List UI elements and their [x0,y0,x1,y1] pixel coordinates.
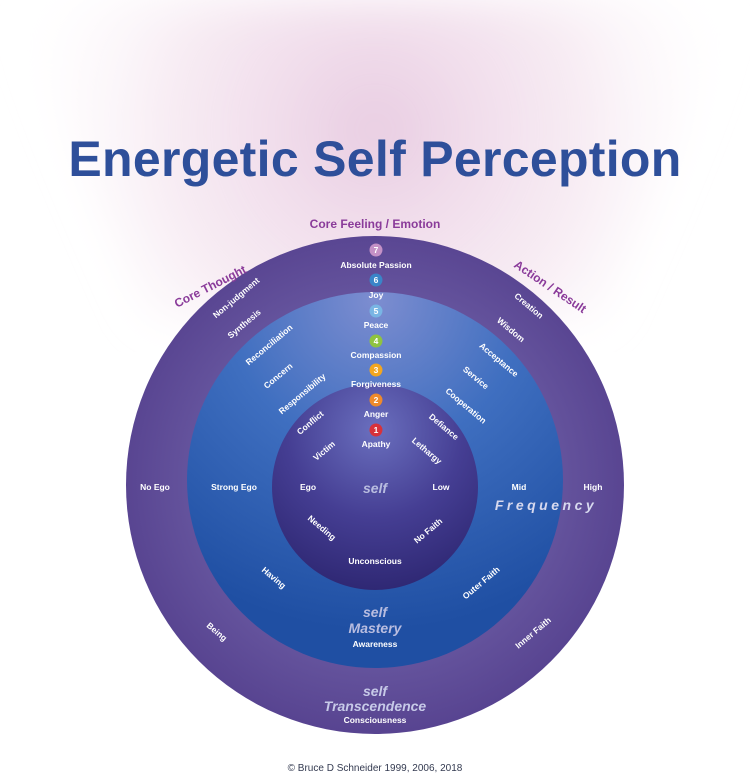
level-3: 3 Forgiveness [351,363,401,389]
awareness-awareness: Awareness [353,639,398,649]
level-number-2: 2 [374,395,379,405]
ego-inner: Ego [300,482,316,492]
level-2: 2 Anger [364,393,389,419]
level-1: 1 Apathy [362,423,391,449]
level-badge-5 [369,304,383,318]
inner-circle [272,384,478,590]
awareness-unconscious: Unconscious [348,556,402,566]
copyright-notice: © Bruce D Schneider 1999, 2006, 2018 [287,763,463,774]
frequency-mid: Mid [512,482,527,492]
awareness-consciousness: Consciousness [344,715,407,725]
emotion-forgiveness: Forgiveness [351,379,401,389]
emotion-anger: Anger [364,409,389,419]
level-badge-4 [369,334,383,348]
page-title: Energetic Self Perception [68,131,682,187]
level-badge-2 [369,393,383,407]
level-5: 5 Peace [364,304,389,330]
level-number-6: 6 [374,275,379,285]
emotion-apathy: Apathy [362,439,391,449]
emotion-absolute-passion: Absolute Passion [340,260,411,270]
emotion-compassion: Compassion [350,350,401,360]
level-7: 7 Absolute Passion [340,243,412,270]
level-badge-6 [369,273,383,287]
stage-outer-self: self [363,683,388,699]
frequency-label: Frequency [495,497,597,513]
ego-middle: Strong Ego [211,482,257,492]
level-badge-3 [369,363,383,377]
stage-middle-mastery: Mastery [349,620,403,636]
stage-inner-self: self [363,480,388,496]
stage-middle-self: self [363,604,388,620]
level-number-3: 3 [374,365,379,375]
heading-core-feeling: Core Feeling / Emotion [310,217,441,231]
frequency-low: Low [433,482,450,492]
level-badge-1 [369,423,383,437]
frequency-high: High [584,482,603,492]
stage-outer-transcendence: Transcendence [324,698,427,714]
level-4: 4 Compassion [350,334,402,360]
level-badge-7 [369,243,383,257]
ego-outer: No Ego [140,482,170,492]
level-6: 6 Joy [369,273,384,300]
level-number-1: 1 [374,425,379,435]
level-number-5: 5 [374,306,379,316]
emotion-peace: Peace [364,320,389,330]
emotion-joy: Joy [369,290,384,300]
level-number-4: 4 [374,336,379,346]
level-number-7: 7 [374,245,379,255]
